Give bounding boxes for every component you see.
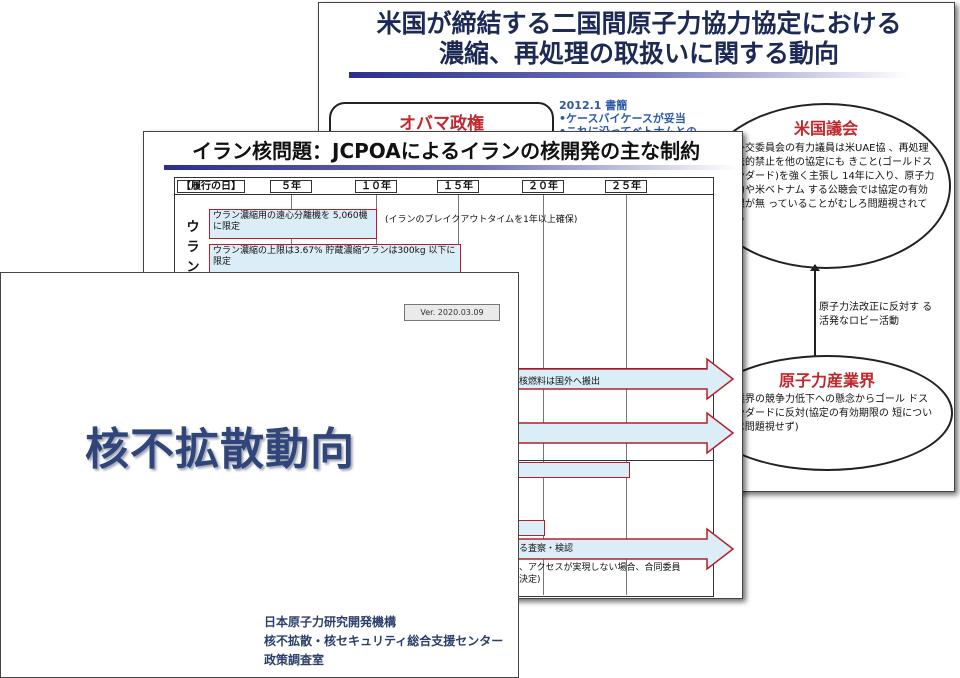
organization-block: 日本原子力研究開発機構 核不拡散・核セキュリティ総合支援センター 政策調査室 <box>264 613 503 670</box>
timeline-arrow <box>495 411 735 455</box>
up-arrow-icon <box>810 264 820 357</box>
us-congress-text: 院外交委員会の有力議員は米UAE協 、再処理の法的禁止を他の協定にも きこと(ゴ… <box>725 143 935 224</box>
fuel-export-note: 核燃料は国外へ搬出 <box>519 377 601 387</box>
memo-line: 2012.1 書簡 <box>559 99 628 112</box>
title-slide[interactable]: Ver. 2020.03.09 核不拡散動向 日本原子力研究開発機構 核不拡散・… <box>0 272 519 678</box>
nuclear-industry-text: 産業界の競争力低下への懸念からゴール ドスタンダードに反対(協定の有効期限の 短… <box>725 394 933 433</box>
grid-line <box>626 195 627 595</box>
org-line: 政策調査室 <box>264 653 325 667</box>
us-congress-ellipse: 米国議会 院外交委員会の有力議員は米UAE協 、再処理の法的禁止を他の協定にも … <box>701 103 951 269</box>
title-rule <box>164 165 739 170</box>
title-line-1: 米国が締結する二国間原子力協力協定における <box>376 9 902 38</box>
year-header: ２５年 <box>605 180 647 193</box>
memo-line: •ケースバイケースが妥当 <box>559 112 686 125</box>
obama-admin-label: オバマ政権 <box>399 114 484 134</box>
slide-title: 米国が締結する二国間原子力協力協定における 濃縮、再処理の取扱いに関する動向 <box>359 9 919 69</box>
timeline-header: 【履行の日】 ５年 １０年 １５年 ２０年 ２５年 <box>175 178 713 195</box>
centrifuge-limit-bar: ウラン濃縮用の遠心分離機を 5,060機に限定 <box>209 209 377 239</box>
grid-line <box>543 195 544 595</box>
year-header: 【履行の日】 <box>177 180 245 193</box>
access-note: 決定) <box>519 575 541 585</box>
lobby-text: 原子力法改正に反対す る活発なロビー活動 <box>819 302 933 327</box>
nuclear-industry-label: 原子力産業界 <box>778 371 875 390</box>
version-label: Ver. 2020.03.09 <box>404 304 500 321</box>
org-line: 核不拡散・核セキュリティ総合支援センター <box>264 634 504 648</box>
page-title: 核不拡散動向 <box>85 424 355 475</box>
org-line: 日本原子力研究開発機構 <box>264 615 397 629</box>
inspection-note: る査察・検認 <box>519 544 574 554</box>
us-congress-label: 米国議会 <box>793 119 858 138</box>
fuel-export-arrow <box>495 357 735 401</box>
year-header: １５年 <box>437 180 479 193</box>
year-header: ２０年 <box>522 180 564 193</box>
access-note: 、アクセスが実現しない場合、合同委員 <box>519 563 681 573</box>
year-header: １０年 <box>355 180 397 193</box>
title-line-2: 濃縮、再処理の取扱いに関する動向 <box>438 39 839 68</box>
section-label-uranium: ウラン <box>186 220 200 275</box>
enrichment-limit-bar: ウラン濃縮の上限は3.67% 貯蔵濃縮ウランは300kg 以下に限定 <box>209 244 461 274</box>
inspection-arrow <box>495 527 735 571</box>
slide-title: イラン核問題：JCPOAによるイランの核開発の主な制約 <box>192 139 701 163</box>
year-header: ５年 <box>270 180 312 193</box>
breakout-note: (イランのブレイクアウトタイムを1年以上確保) <box>385 215 578 225</box>
title-rule <box>349 72 909 78</box>
